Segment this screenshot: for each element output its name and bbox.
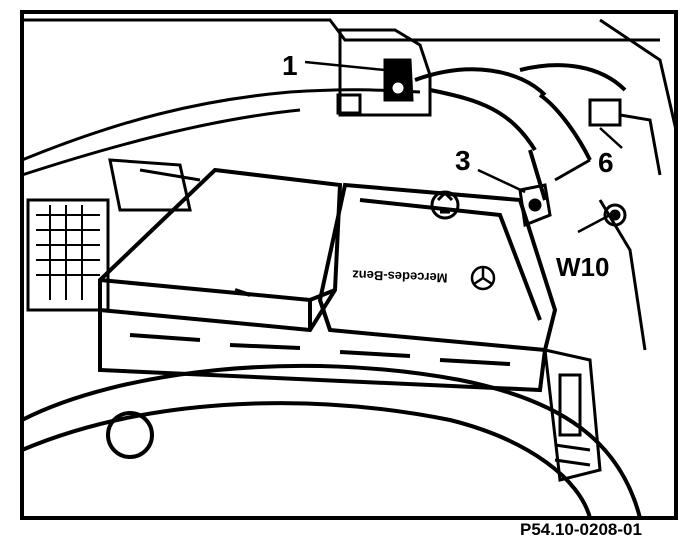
leader-lines — [304, 60, 623, 234]
figure-reference: P54.10-0208-01 — [520, 520, 642, 539]
fuse-box-bracket — [336, 28, 432, 117]
hood-outline — [21, 18, 678, 177]
battery-terminal-clamp — [518, 158, 591, 228]
mercedes-star-logo — [470, 265, 496, 291]
figure-frame — [20, 10, 678, 520]
battery-brand-text: Mercedes-Benz — [351, 267, 447, 285]
right-bracket — [543, 348, 602, 482]
recycle-icon — [430, 190, 460, 220]
callout-6: 6 — [598, 147, 614, 178]
callout-1: 1 — [282, 50, 298, 81]
callout-3: 3 — [455, 145, 471, 176]
relay-box — [26, 158, 201, 312]
cable-harness — [414, 63, 627, 201]
battery-cover-left — [98, 167, 343, 333]
callout-w10: W10 — [556, 252, 609, 282]
ground-connector — [588, 98, 662, 351]
wheel-arch — [21, 363, 642, 519]
